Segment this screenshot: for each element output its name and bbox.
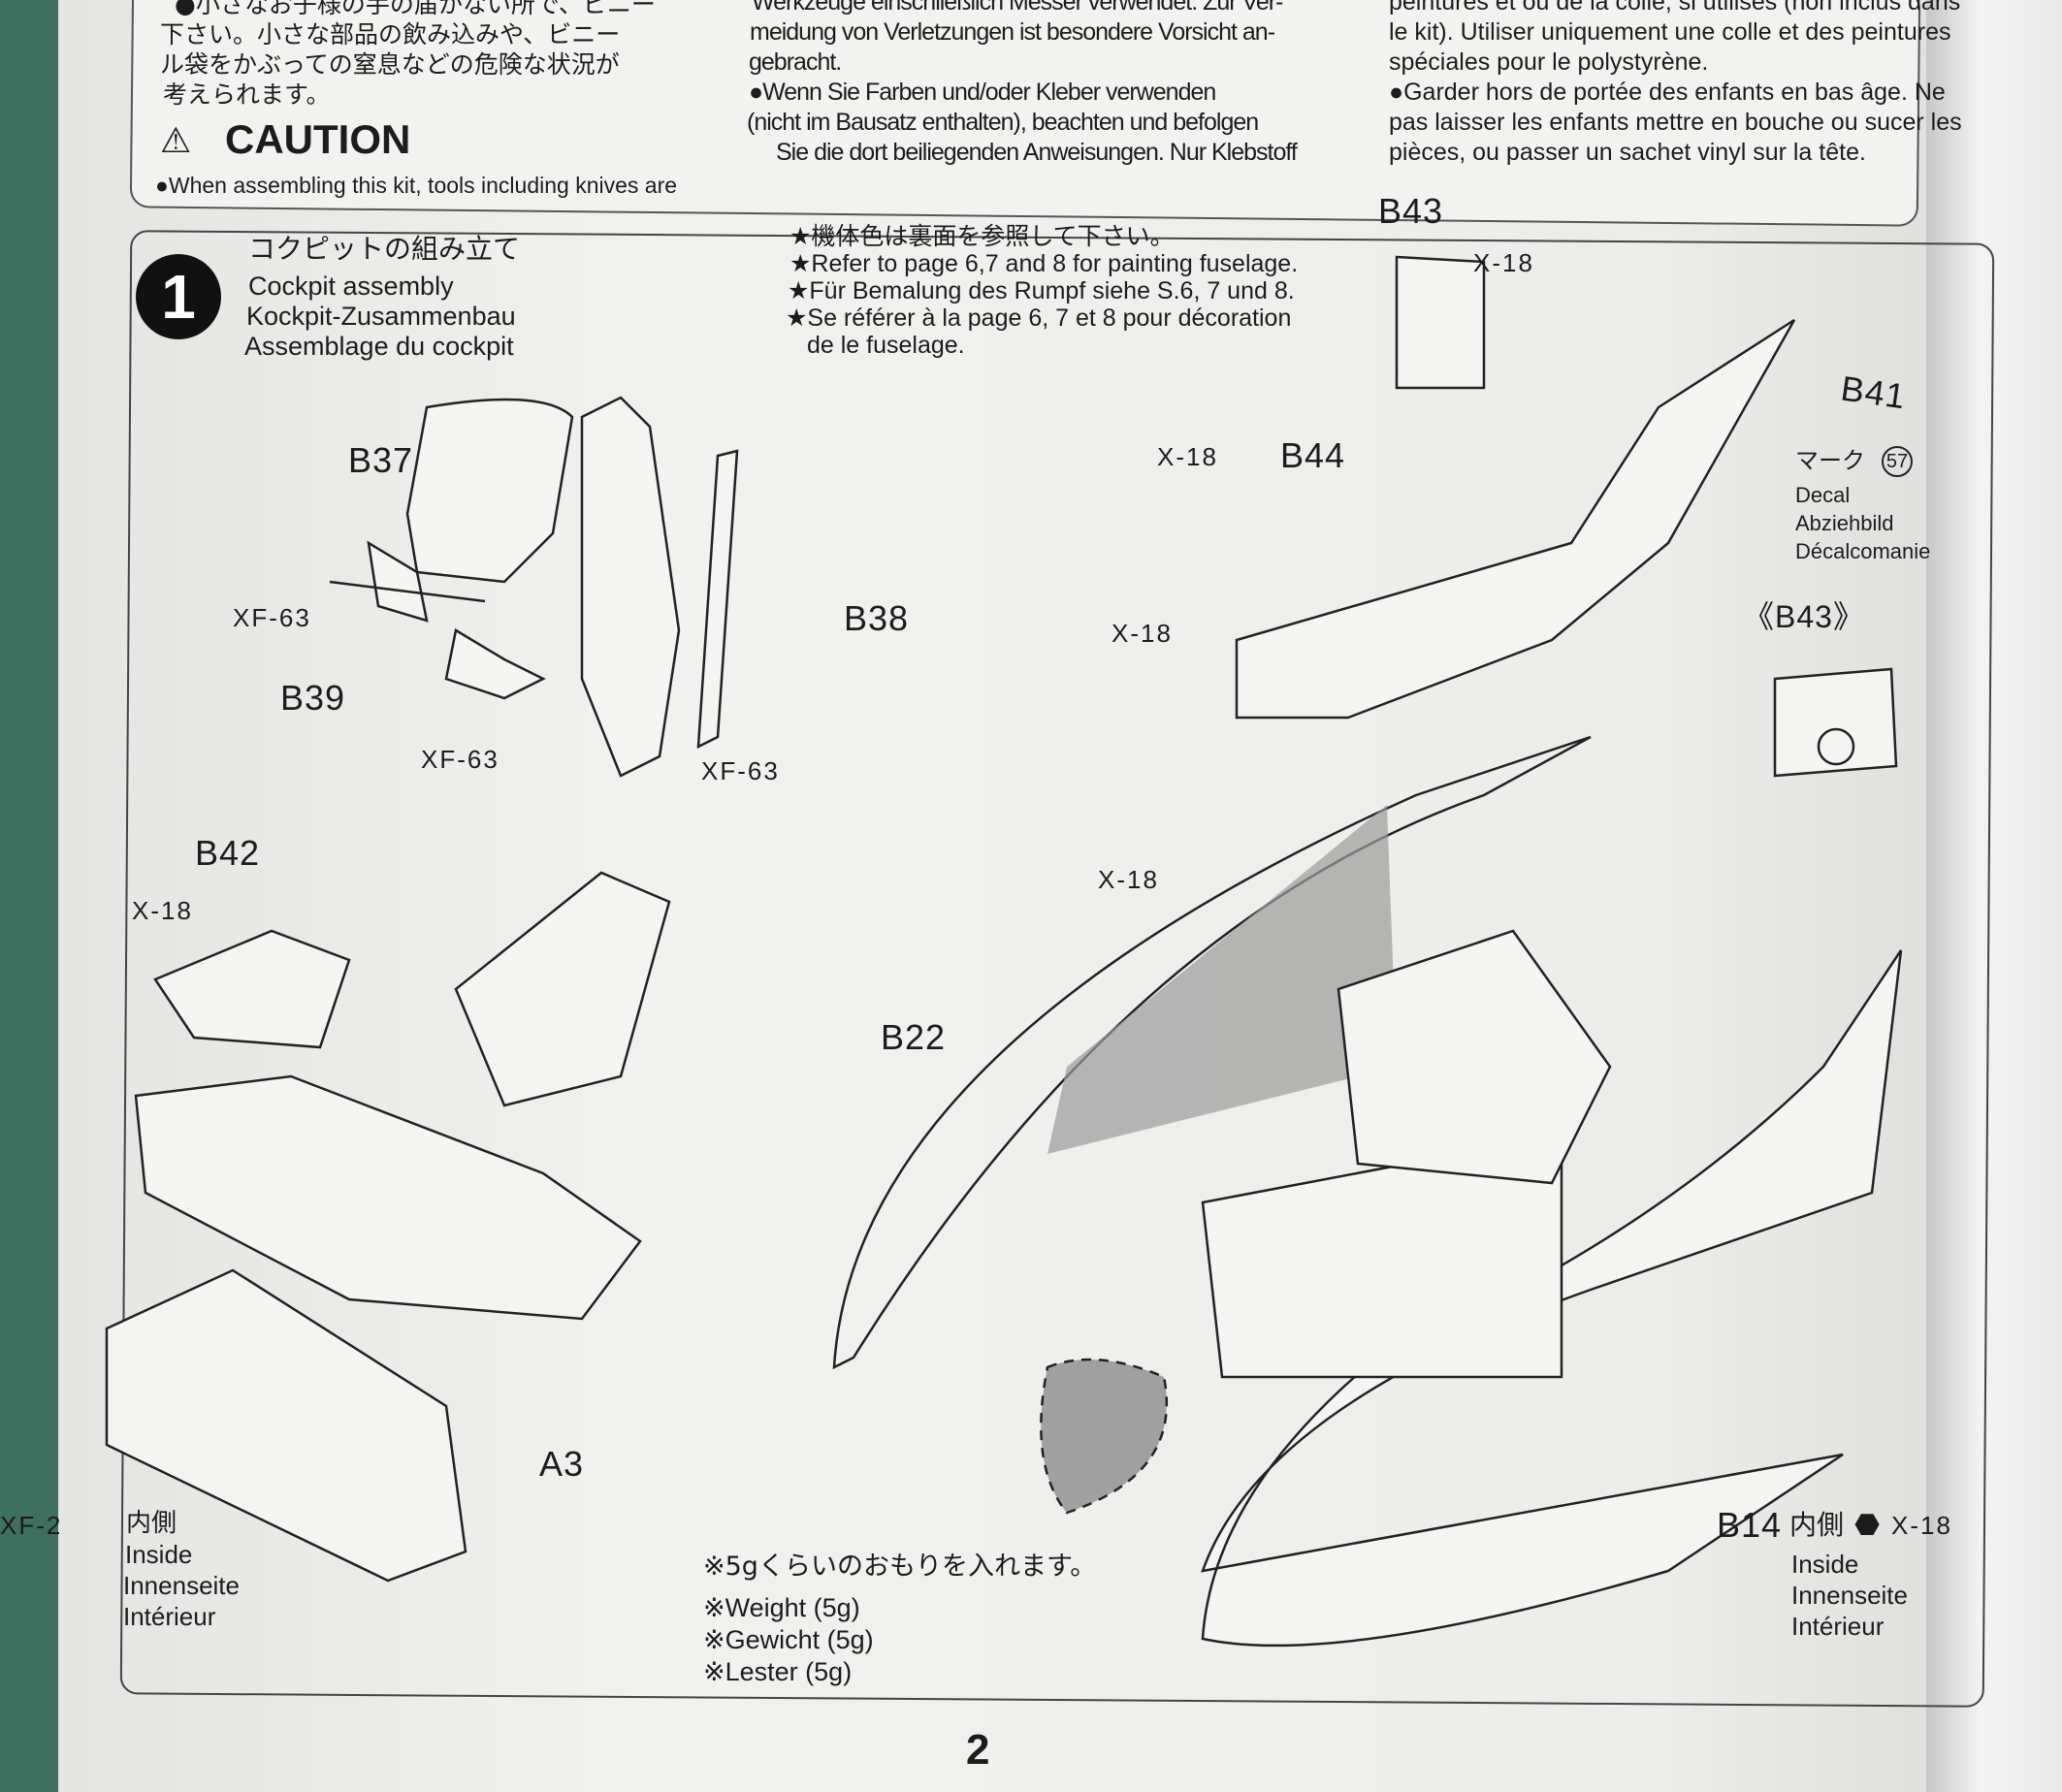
paint-code-xf63: XF-63 [421, 745, 499, 774]
caution-fr-line: ●Garder hors de portée des enfants en ba… [1389, 79, 1946, 106]
paint-code-xf63: XF-63 [233, 603, 311, 632]
part-label-b44: B44 [1280, 435, 1346, 475]
inside-label-de: Innenseite [123, 1571, 240, 1600]
caution-jp-line: 考えられます。 [163, 80, 331, 109]
inside-label-fr: Intérieur [1791, 1612, 1885, 1641]
caution-fr-line: pièces, ou passer un sachet vinyl sur la… [1389, 139, 1866, 166]
caution-de-line: Sie die dort beiliegenden Anweisungen. N… [776, 139, 1298, 166]
caution-jp-line: ル袋をかぶっての窒息などの危険な状況が [160, 50, 620, 79]
paint-code-xf2: XF-2 [0, 1511, 63, 1540]
caution-fr-line: spéciales pour le polystyrène. [1389, 48, 1709, 76]
ejection-seat-parts-drawing [329, 396, 739, 778]
paint-code-x18: X-18 [1098, 865, 1159, 894]
step-title-de: Kockpit-Zusammenbau [246, 302, 516, 331]
paint-code-x18: X-18 [132, 896, 193, 925]
caution-de-line: (nicht im Bausatz enthalten), beachten u… [747, 109, 1259, 136]
decal-ref-b43: 《B43》 [1743, 599, 1865, 634]
caution-jp-line: 下さい。小さな部品の飲み込みや、ビニー [160, 20, 621, 48]
page-number: 2 [966, 1726, 990, 1774]
step-title-en: Cockpit assembly [248, 272, 454, 301]
weight-note-fr: ※Lester (5g) [703, 1657, 853, 1686]
caution-title: CAUTION [225, 116, 411, 162]
page-edge [1926, 0, 2062, 1792]
caution-de-line: gebracht. [749, 48, 842, 76]
inside-label-en: Inside [125, 1540, 193, 1569]
cockpit-tub-right-drawing [1235, 255, 1796, 720]
paint-code-x18: X-18 [1473, 248, 1534, 277]
part-label-b43: B43 [1378, 191, 1444, 231]
caution-de-line: meidung von Verletzungen ist besondere V… [750, 18, 1275, 46]
decal-label-fr: Décalcomanie [1795, 539, 1931, 563]
step-number-badge: 1 [136, 254, 221, 339]
caution-fr-line: pas laisser les enfants mettre en bouche… [1389, 109, 1962, 136]
paint-code-xf63: XF-63 [701, 756, 780, 785]
painting-note-fr-cont: de le fuselage. [807, 332, 965, 359]
caution-de-line: Werkzeuge einschließlich Messer verwende… [752, 0, 1283, 16]
part-label-b22: B22 [881, 1017, 947, 1057]
part-label-b37: B37 [348, 440, 414, 480]
weight-note-de: ※Gewicht (5g) [703, 1625, 874, 1654]
part-label-b39: B39 [280, 678, 346, 718]
paint-code-x18: X-18 [1112, 619, 1173, 648]
inside-label-de: Innenseite [1791, 1581, 1908, 1610]
painting-note-fr: ★Se référer à la page 6, 7 et 8 pour déc… [786, 304, 1292, 332]
painting-note-jp: ★機体色は裏面を参照して下さい。 [789, 222, 1175, 250]
paint-code-x18: X-18 [1157, 442, 1218, 471]
inside-label-jp: 内側 [1789, 1509, 1845, 1541]
caution-fr-line: peintures et ou de la colle, si utilisés… [1389, 0, 1961, 16]
paint-code-x18: X-18 [1891, 1511, 1952, 1540]
paint-drop-icon: ⬣ [1854, 1509, 1881, 1541]
part-label-a3: A3 [539, 1444, 585, 1484]
caution-jp-line: ●小さなお子様の手の届かない所で、ビニー [175, 0, 656, 18]
step-title-fr: Assemblage du cockpit [244, 332, 514, 361]
decal-label-jp: マーク [1795, 447, 1865, 474]
step-title-jp: コクピットの組み立て [248, 233, 521, 265]
caution-fr-line: le kit). Utiliser uniquement une colle e… [1389, 18, 1951, 46]
warning-triangle-icon: ⚠ [160, 120, 192, 160]
weight-note-jp: ※5gくらいのおもりを入れます。 [703, 1552, 1097, 1582]
fuselage-nose-drawing [832, 735, 1903, 1648]
decal-label-en: Decal [1795, 483, 1851, 507]
inside-label-jp: 内側 [126, 1509, 177, 1538]
inside-label-fr: Intérieur [123, 1602, 216, 1631]
painting-note-en: ★Refer to page 6,7 and 8 for painting fu… [789, 250, 1299, 277]
inside-label-en: Inside [1791, 1550, 1859, 1579]
painting-note-de: ★Für Bemalung des Rumpf siehe S.6, 7 und… [788, 277, 1295, 304]
decal-label-de: Abziehbild [1795, 511, 1894, 535]
weight-note-en: ※Weight (5g) [703, 1593, 860, 1622]
caution-de-line: ●Wenn Sie Farben und/oder Kleber verwend… [749, 79, 1216, 106]
part-label-b42: B42 [195, 833, 261, 873]
cockpit-tub-left-drawing [105, 871, 671, 1583]
instrument-panel-decal-drawing [1773, 667, 1898, 778]
part-label-b38: B38 [844, 598, 910, 638]
caution-en-line: ●When assembling this kit, tools includi… [155, 173, 678, 198]
part-label-b14: B14 [1717, 1505, 1783, 1545]
decal-number-badge: 57 [1882, 446, 1913, 477]
